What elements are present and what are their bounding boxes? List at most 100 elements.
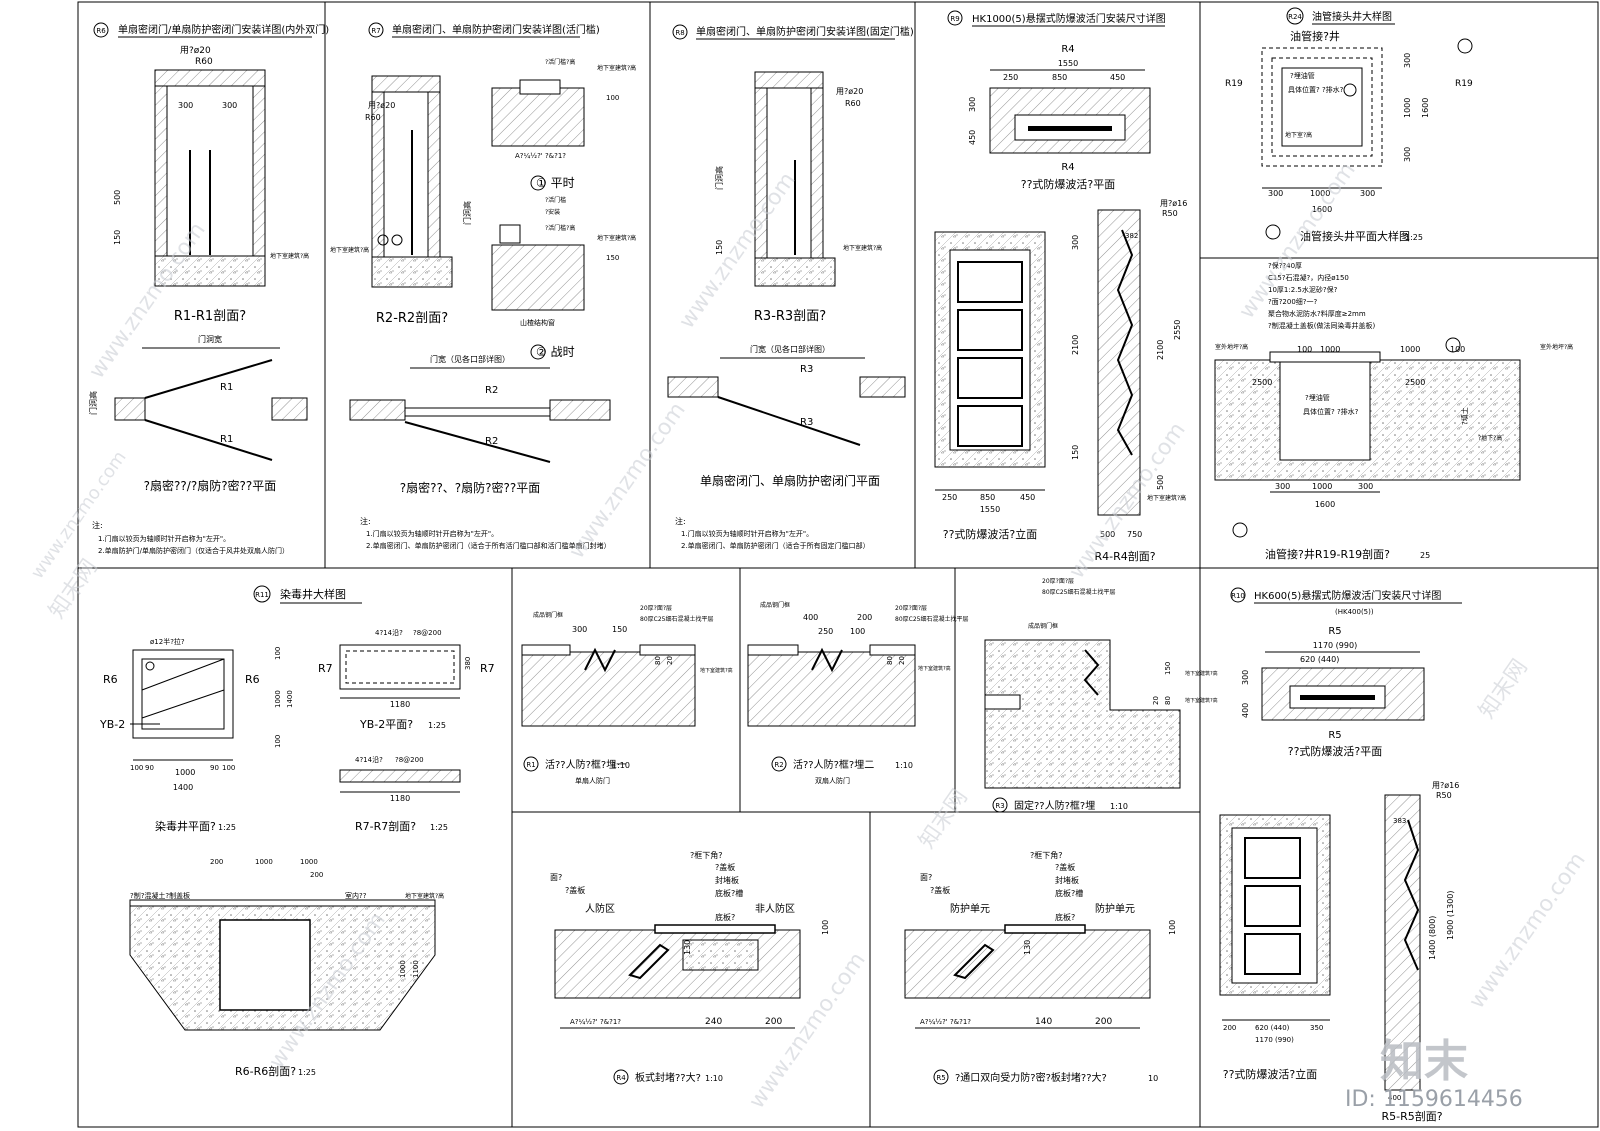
svg-text:知末网: 知末网 (1474, 655, 1532, 723)
svg-text:240: 240 (705, 1017, 722, 1027)
svg-text:1:25: 1:25 (430, 823, 448, 832)
section-label: R1-R1剖面? (174, 309, 246, 324)
svg-text:用?ø16: 用?ø16 (1432, 781, 1459, 790)
svg-text:500: 500 (1156, 475, 1165, 490)
svg-text:知末: 知末 (1380, 1036, 1468, 1087)
svg-text:620 (440): 620 (440) (1300, 655, 1339, 664)
svg-text:450: 450 (968, 130, 977, 145)
svg-text:A?¼½?' ?&?1?: A?¼½?' ?&?1? (920, 1018, 971, 1026)
svg-text:200: 200 (210, 858, 223, 866)
svg-text:?面?200细?一?: ?面?200细?一? (1268, 297, 1318, 306)
svg-text:门宽（见各口部详图）: 门宽（见各口部详图） (750, 344, 830, 354)
svg-text:?通口双向受力防?密?板封堵??大?: ?通口双向受力防?密?板封堵??大? (955, 1071, 1107, 1084)
svg-text:染毒井大样图: 染毒井大样图 (280, 587, 346, 601)
svg-text:R7: R7 (371, 27, 380, 35)
svg-text:1900 (1300): 1900 (1300) (1446, 890, 1455, 940)
svg-text:1000: 1000 (175, 768, 195, 777)
svg-text:200: 200 (765, 1017, 782, 1027)
svg-text:450: 450 (1110, 73, 1125, 82)
svg-text:150: 150 (1071, 445, 1080, 460)
svg-text:1000: 1000 (274, 690, 282, 708)
svg-text:A?¼½?' ?&?1?: A?¼½?' ?&?1? (515, 152, 566, 160)
svg-text:HK1000(5)悬摆式防爆波活门安装尺寸详图: HK1000(5)悬摆式防爆波活门安装尺寸详图 (972, 12, 1166, 25)
svg-text:20: 20 (666, 656, 674, 665)
svg-text:2100: 2100 (1071, 335, 1080, 355)
svg-text:??式防爆波活?立面: ??式防爆波活?立面 (943, 527, 1038, 541)
svg-text:具体位置? ?排水?: 具体位置? ?排水? (1288, 85, 1344, 94)
svg-text:300: 300 (1071, 235, 1080, 250)
svg-text:室外地坪?高: 室外地坪?高 (1215, 343, 1248, 351)
svg-text:底板?: 底板? (1055, 912, 1075, 922)
svg-text:成品钢门框: 成品钢门框 (533, 611, 563, 619)
svg-text:注:: 注: (92, 520, 103, 530)
svg-text:?埋油管: ?埋油管 (1305, 393, 1330, 402)
svg-text:R6-R6剖面?: R6-R6剖面? (235, 1064, 296, 1078)
svg-text:130: 130 (683, 940, 692, 955)
panel-r8: R8 单扇密闭门、单扇防护密闭门安装详图(固定门槛) 用?ø20 R60 门洞高… (667, 24, 914, 550)
svg-text:固定??人防?框?埋: 固定??人防?框?埋 (1014, 799, 1095, 812)
svg-text:C15?石混凝?，内径ø150: C15?石混凝?，内径ø150 (1268, 273, 1349, 282)
svg-text:90: 90 (145, 764, 154, 772)
svg-text:150: 150 (606, 254, 619, 262)
svg-text:R1: R1 (220, 434, 233, 445)
svg-text:1.门扇以铰页为轴顺时针开启称为"左开"。: 1.门扇以铰页为轴顺时针开启称为"左开"。 (366, 529, 498, 538)
svg-text:80厚C25细石混凝土找平层: 80厚C25细石混凝土找平层 (1042, 588, 1115, 596)
svg-text:150: 150 (1164, 662, 1172, 675)
svg-text:油管接?井R19-R19剖面?: 油管接?井R19-R19剖面? (1265, 547, 1390, 561)
svg-text:10厚1:2.5水泥砂?保?: 10厚1:2.5水泥砂?保? (1268, 285, 1338, 294)
svg-text:地下室建筑?高: 地下室建筑?高 (330, 246, 369, 254)
svg-text:1:10: 1:10 (612, 761, 630, 770)
svg-text:2.单扇防护门/单扇防护密闭门（仅适合于风井处双扇人防门）: 2.单扇防护门/单扇防护密闭门（仅适合于风井处双扇人防门） (98, 546, 289, 555)
svg-text:250: 250 (942, 493, 957, 502)
svg-text:www.znzmo.com: www.znzmo.com (84, 218, 210, 383)
svg-text:门宽（见各口部详图）: 门宽（见各口部详图） (430, 354, 510, 364)
svg-text:ø12半?拉?: ø12半?拉? (150, 637, 185, 646)
svg-text:20厚?面?层: 20厚?面?层 (640, 605, 672, 612)
svg-text:活??人防?框?埋二: 活??人防?框?埋二 (793, 758, 874, 771)
svg-text:1.门扇以铰页为轴顺时针开启称为"左开"。: 1.门扇以铰页为轴顺时针开启称为"左开"。 (681, 529, 813, 538)
svg-text:1180: 1180 (390, 794, 410, 803)
svg-text:400: 400 (1388, 1094, 1401, 1102)
svg-text:1600: 1600 (1315, 500, 1335, 509)
svg-text:封堵板: 封堵板 (715, 875, 739, 885)
svg-text:?保??40厚: ?保??40厚 (1268, 261, 1302, 270)
svg-text:具体位置? ?排水?: 具体位置? ?排水? (1303, 407, 1359, 416)
svg-text:www.znzmo.com: www.znzmo.com (564, 398, 690, 563)
svg-text:1170 (990): 1170 (990) (1313, 641, 1357, 650)
svg-text:1550: 1550 (980, 505, 1000, 514)
svg-text:?8@200: ?8@200 (395, 756, 424, 764)
panel-r9: R9 HK1000(5)悬摆式防爆波活门安装尺寸详图 R4 1550 250 8… (934, 10, 1187, 563)
svg-text:地下室建筑?高: 地下室建筑?高 (405, 892, 444, 900)
svg-text:知末网: 知末网 (914, 785, 972, 853)
svg-text:R6: R6 (245, 673, 260, 686)
panel-r7: R7 单扇密闭门、单扇防护密闭门安装详图(活门槛) 用?ø20 R60 门洞高 … (330, 22, 636, 550)
svg-text:用?ø20: 用?ø20 (180, 45, 211, 56)
svg-text:?盖板: ?盖板 (1055, 862, 1075, 872)
svg-text:防护单元: 防护单元 (950, 902, 990, 915)
svg-text:2.单扇密闭门、单扇防护密闭门（适合于所有活门槛口部和活门槛: 2.单扇密闭门、单扇防护密闭门（适合于所有活门槛口部和活门槛单扇门封堵） (366, 541, 611, 550)
svg-text:R6: R6 (103, 673, 118, 686)
svg-text:100: 100 (130, 764, 143, 772)
svg-text:100: 100 (606, 94, 619, 102)
svg-text:R2: R2 (485, 436, 498, 447)
svg-text:R60: R60 (195, 57, 213, 67)
svg-text:300: 300 (968, 97, 977, 112)
svg-text:1:10: 1:10 (895, 761, 913, 770)
svg-text:R19: R19 (1455, 79, 1473, 89)
svg-text:?安装: ?安装 (545, 208, 560, 216)
svg-text:450: 450 (1020, 493, 1035, 502)
svg-text:80厚C25细石混凝土找平层: 80厚C25细石混凝土找平层 (640, 615, 713, 623)
svg-text:100: 100 (1450, 345, 1465, 354)
svg-text:地下室建筑?高: 地下室建筑?高 (843, 244, 882, 252)
svg-text:300: 300 (1403, 147, 1412, 162)
svg-text:双扇人防门: 双扇人防门 (815, 776, 850, 785)
svg-text:HK600(5)悬摆式防爆波活门安装尺寸详图: HK600(5)悬摆式防爆波活门安装尺寸详图 (1254, 589, 1441, 602)
svg-text:R1: R1 (526, 761, 535, 769)
svg-text:20: 20 (1152, 696, 1160, 705)
svg-text:R50: R50 (1162, 209, 1178, 218)
svg-text:1000: 1000 (300, 858, 318, 866)
svg-text:4?14沿?: 4?14沿? (355, 755, 383, 764)
svg-text:A?¼½?' ?&?1?: A?¼½?' ?&?1? (570, 1018, 621, 1026)
svg-text:油管接头井平面大样图: 油管接头井平面大样图 (1300, 229, 1410, 243)
svg-text:(HK400(5)): (HK400(5)) (1335, 608, 1374, 616)
